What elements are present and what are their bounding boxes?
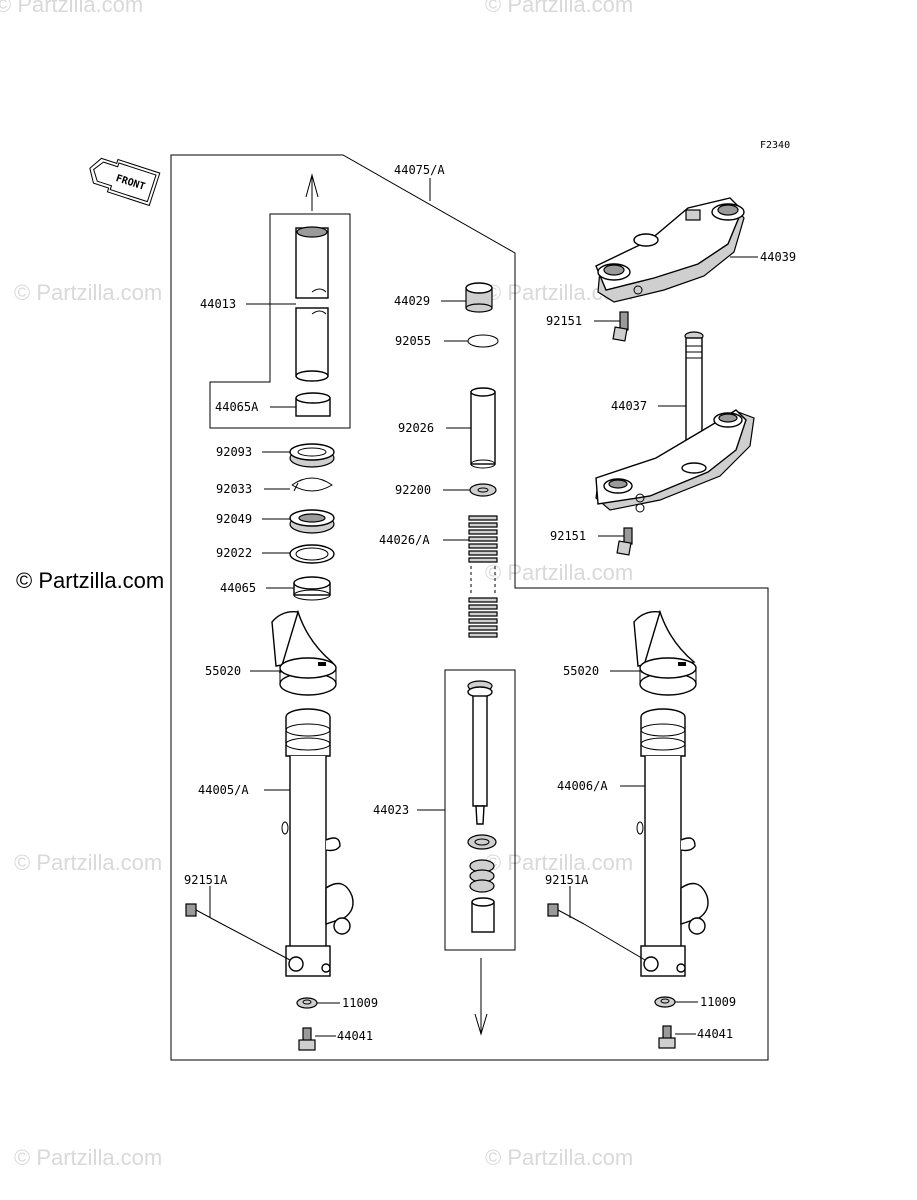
part-44065A (295, 392, 331, 417)
part-92049 (289, 509, 335, 534)
watermark: © Partzilla.com (14, 280, 162, 305)
label-44037: 44037 (611, 399, 647, 413)
label-44065A: 44065A (215, 400, 259, 414)
label-44041-right: 44041 (697, 1027, 733, 1041)
front-label: FRONT (114, 173, 146, 193)
watermark: © Partzilla.com (485, 0, 633, 17)
part-55020-right (633, 609, 697, 696)
label-92093: 92093 (216, 445, 252, 459)
subassembly-box-44013 (209, 213, 351, 429)
part-44005 (281, 708, 354, 977)
part-44029 (465, 282, 493, 313)
watermarks: © Partzilla.com © Partzilla.com © Partzi… (0, 0, 633, 1170)
part-44013 (295, 226, 329, 382)
part-92151A-right (547, 903, 646, 961)
label-92151-mid: 92151 (550, 529, 586, 543)
watermark: © Partzilla.com (485, 560, 633, 585)
part-92151A-left (185, 903, 291, 961)
arrow-head (305, 173, 319, 198)
watermark: © Partzilla.com (0, 0, 143, 17)
watermark-main: © Partzilla.com (16, 568, 164, 593)
label-92151-top: 92151 (546, 314, 582, 328)
watermark: © Partzilla.com (14, 850, 162, 875)
part-92033 (291, 477, 333, 492)
part-44026 (468, 515, 498, 638)
label-92049: 92049 (216, 512, 252, 526)
label-92151A-right: 92151A (545, 873, 589, 887)
label-92022: 92022 (216, 546, 252, 560)
part-11009-left (296, 997, 318, 1009)
label-44029: 44029 (394, 294, 430, 308)
diagram-code: F2340 (760, 140, 790, 151)
label-44065: 44065 (220, 581, 256, 595)
part-44006 (636, 708, 709, 977)
part-44041-left (298, 1027, 316, 1051)
watermark: © Partzilla.com (485, 850, 633, 875)
part-92022 (289, 544, 335, 564)
part-44065 (293, 576, 331, 601)
label-44006: 44006/A (557, 779, 608, 793)
label-92026: 92026 (398, 421, 434, 435)
part-11009-right (654, 996, 676, 1008)
label-92055: 92055 (395, 334, 431, 348)
part-92151-top (612, 311, 629, 342)
part-92200 (469, 483, 497, 497)
label-44013: 44013 (200, 297, 236, 311)
label-44039: 44039 (760, 250, 796, 264)
label-92200: 92200 (395, 483, 431, 497)
part-92151-mid (616, 527, 633, 556)
part-92026 (470, 387, 496, 469)
front-arrow-icon: FRONT (89, 157, 161, 207)
label-11009-right: 11009 (700, 995, 736, 1009)
part-55020-left (271, 609, 337, 696)
label-44075: 44075/A (394, 163, 445, 177)
part-44039 (595, 197, 745, 303)
label-55020-left: 55020 (205, 664, 241, 678)
part-44037 (595, 331, 755, 513)
part-92055 (467, 334, 499, 348)
watermark: © Partzilla.com (14, 1145, 162, 1170)
arrow-head (474, 1013, 488, 1036)
label-44023: 44023 (373, 803, 409, 817)
part-92093 (289, 443, 335, 468)
label-92033: 92033 (216, 482, 252, 496)
part-44023 (467, 680, 497, 933)
label-44026: 44026/A (379, 533, 430, 547)
watermark: © Partzilla.com (485, 1145, 633, 1170)
label-92151A-left: 92151A (184, 873, 228, 887)
label-44041-left: 44041 (337, 1029, 373, 1043)
label-55020-right: 55020 (563, 664, 599, 678)
assembly-outline (170, 154, 769, 1061)
label-11009-left: 11009 (342, 996, 378, 1010)
part-44041-right (658, 1025, 676, 1049)
label-44005: 44005/A (198, 783, 249, 797)
